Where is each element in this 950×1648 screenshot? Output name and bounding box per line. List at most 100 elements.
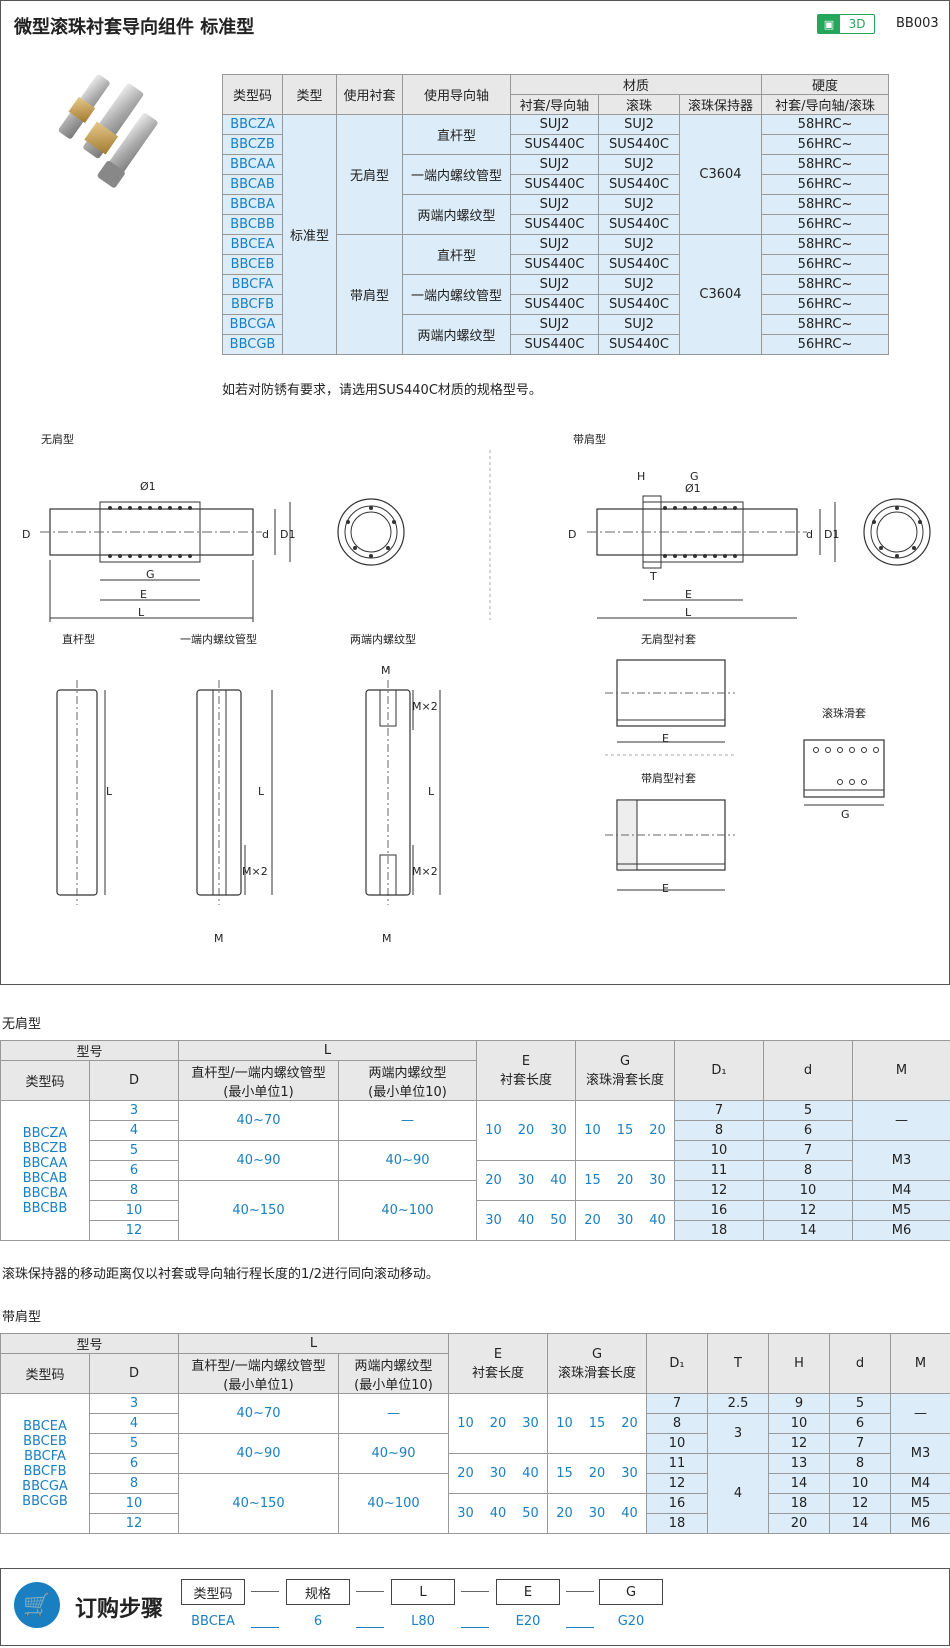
H-value: 10 [768, 1413, 831, 1434]
label-two-thread: 两端内螺纹型 [350, 633, 416, 646]
rust-note: 如若对防锈有要求，请选用SUS440C材质的规格型号。 [222, 383, 542, 398]
mat-bush: SUS440C [510, 134, 599, 155]
D-value: 12 [88, 1220, 180, 1241]
T-value: 4 [707, 1453, 770, 1534]
type-code: BBCZA [22, 1125, 68, 1141]
E-value: 10 [457, 1416, 474, 1431]
cart-icon: 🛒 [14, 1582, 60, 1628]
dim-D1-2: D1 [824, 528, 840, 541]
col-mat-bush: 衬套/导向轴 [510, 94, 599, 115]
section-no-shoulder: 无肩型 [2, 1017, 42, 1032]
order-step-value: 6 [313, 1614, 323, 1629]
d-value: 7 [763, 1140, 854, 1161]
label-shoulder: 带肩型 [573, 433, 606, 446]
dim-E: E [140, 588, 147, 601]
t2-h-code: 类型码 [0, 1353, 90, 1394]
order-step-box: 规格 [286, 1579, 350, 1605]
type-cell: 标准型 [282, 114, 337, 355]
E-value: 30 [550, 1123, 567, 1138]
order-step-value: L80 [411, 1614, 435, 1629]
t1-h-L2b: (最小单位10) [368, 1084, 447, 1100]
L2-value: — [338, 1393, 450, 1434]
bush-cell: 带肩型 [336, 234, 403, 355]
col-material: 材质 [509, 74, 763, 95]
E-value: 20 [457, 1466, 474, 1481]
mat-ball: SUS440C [598, 334, 680, 355]
M-value: M6 [852, 1220, 950, 1241]
G-value: 20 [616, 1173, 634, 1188]
t1-h-L1: 直杆型/一端内螺纹管型 [191, 1065, 326, 1081]
D-value: 3 [88, 1100, 180, 1121]
dim-E-bush2: E [662, 882, 669, 895]
type-code: BBCGB [22, 1493, 68, 1509]
E-value: 20 [517, 1123, 535, 1138]
dim-D2: D [568, 528, 577, 541]
M-value: — [890, 1393, 950, 1434]
t1-h-D: D [88, 1060, 180, 1101]
E-value: 20 [489, 1416, 507, 1431]
hardness: 58HRC~ [761, 154, 890, 175]
G-value: 20 [556, 1506, 573, 1521]
order-value-connector [566, 1627, 594, 1628]
t1-h-G2: 滚珠滑套长度 [586, 1072, 665, 1088]
t2-h-T: T [707, 1333, 770, 1394]
bush-cell: 无肩型 [336, 114, 403, 235]
E-value: 30 [489, 1466, 507, 1481]
t2-h-G: G [591, 1346, 603, 1362]
d-value: 14 [829, 1513, 892, 1534]
D1-value: 7 [674, 1100, 765, 1121]
table1.E-group: 20 30 40 [448, 1453, 549, 1494]
d-value: 5 [763, 1100, 854, 1121]
D1-value: 18 [674, 1220, 765, 1241]
mat-ball: SUS440C [598, 254, 680, 275]
order-connector [251, 1591, 279, 1592]
d-value: 5 [829, 1393, 892, 1414]
t1-h-d: d [763, 1040, 854, 1101]
label-straight: 直杆型 [62, 633, 95, 646]
G-value: 10 [584, 1123, 601, 1138]
G-value: 10 [556, 1416, 573, 1431]
order-step-value: G20 [617, 1614, 645, 1629]
hardness: 56HRC~ [761, 294, 890, 315]
spec-table: 类型码类型使用衬套使用导向轴材质硬度 衬套/导向轴滚珠滚珠保持器衬套/导向轴/滚… [222, 74, 890, 355]
order-connector [461, 1591, 489, 1592]
col-mat-ret: 滚珠保持器 [678, 94, 763, 115]
col-type-code: 类型码 [222, 74, 283, 115]
G-value: 15 [616, 1123, 634, 1138]
M-value: M3 [890, 1433, 950, 1474]
t2-h-D: D [88, 1353, 180, 1394]
D-value: 5 [88, 1140, 180, 1161]
d-value: 12 [763, 1200, 854, 1221]
dim-G: G [146, 568, 155, 581]
t1-h-G: G [619, 1053, 631, 1069]
type-code: BBCEA [23, 1418, 67, 1434]
dim-G-sleeve: G [841, 808, 850, 821]
M-value: — [852, 1100, 950, 1141]
t1-h-L: L [178, 1040, 478, 1061]
d-value: 6 [763, 1120, 854, 1141]
mat-bush: SUJ2 [510, 114, 599, 135]
mat-ball: SUS440C [598, 214, 680, 235]
L2-value: 40~90 [338, 1433, 450, 1474]
3d-badge[interactable]: ▣3D [817, 14, 875, 34]
mat-ball: SUS440C [598, 294, 680, 315]
type-code: BBCZA [222, 114, 283, 135]
col-hard-sub: 衬套/导向轴/滚珠 [761, 94, 890, 115]
t1-h-D1: D₁ [674, 1040, 765, 1101]
L2-value: 40~100 [338, 1473, 450, 1534]
E-value: 40 [522, 1466, 539, 1481]
